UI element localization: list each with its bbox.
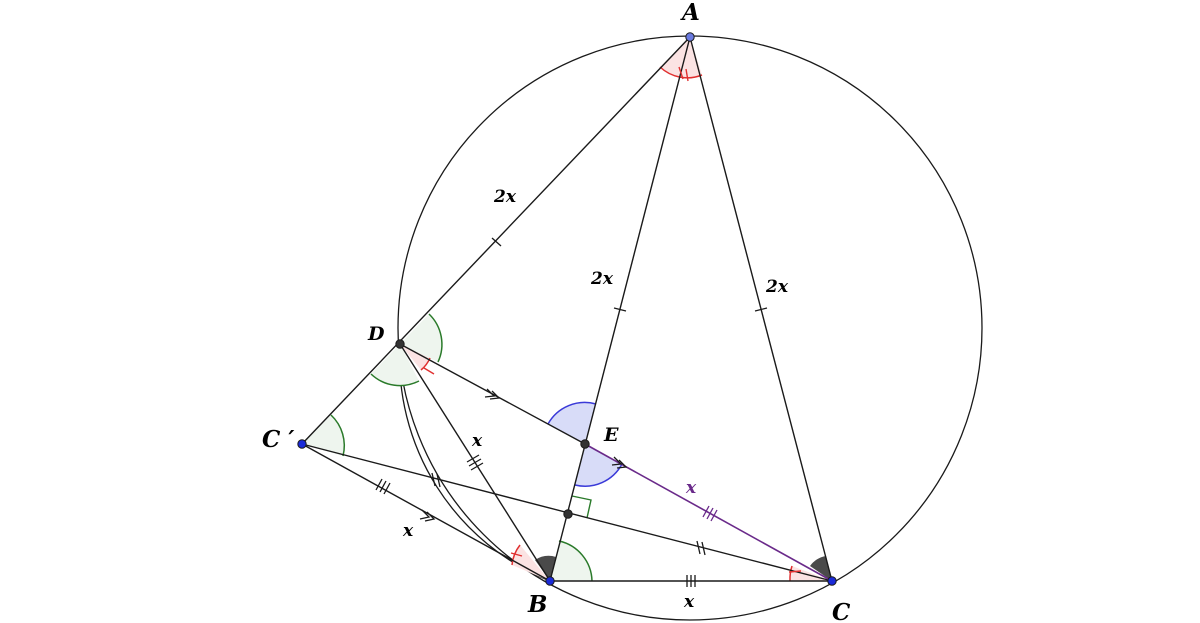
arc-angle-c-prime xyxy=(330,414,346,457)
arrow-cb-2 xyxy=(424,511,436,522)
label-b: B xyxy=(527,591,547,618)
right-angle-marker xyxy=(571,495,592,519)
length-label-db: x xyxy=(471,431,483,451)
tick-triple-cb-2 xyxy=(379,480,387,493)
angle-a xyxy=(660,37,702,78)
tick-triple-cb-3 xyxy=(383,482,391,495)
arc-angle-b-green xyxy=(558,540,593,582)
length-label-ad: 2x xyxy=(493,187,517,207)
length-label-ac: 2x xyxy=(765,277,789,297)
angle-d-green-small xyxy=(371,344,419,386)
tick-triple-ec-2 xyxy=(706,507,714,520)
point-foot xyxy=(563,509,573,519)
point-d xyxy=(395,339,405,349)
length-label-bc: x xyxy=(683,592,695,612)
tick-double-1a xyxy=(431,472,436,487)
label-e: E xyxy=(603,424,619,446)
length-label-c-prime-b: x xyxy=(402,521,414,541)
tick-angle-a-2 xyxy=(685,68,689,82)
angle-e-blue-bottom xyxy=(575,444,622,487)
segment-a-c-prime xyxy=(301,36,691,445)
segment-c-prime-b xyxy=(301,443,551,582)
tick-double-2a xyxy=(696,540,701,555)
tick-angle-b xyxy=(510,552,523,557)
arc-angle-e-blue-top xyxy=(547,401,597,425)
arc-angle-d-green-small xyxy=(370,373,420,387)
point-b xyxy=(545,576,555,586)
point-c-prime xyxy=(297,439,307,449)
tick-triple-ec-1 xyxy=(702,505,710,518)
angle-b-dark xyxy=(535,555,556,581)
label-c-prime: C ′ xyxy=(262,426,294,453)
tick-triple-ec-3 xyxy=(710,509,718,522)
segment-e-c xyxy=(584,443,833,582)
arrow-ec-2 xyxy=(616,459,628,469)
circumcircle xyxy=(397,35,983,621)
tick-double-2b xyxy=(701,541,706,556)
tick-triple-db-1 xyxy=(466,454,480,463)
label-c: C xyxy=(832,599,851,623)
tick-angle-d xyxy=(423,367,435,375)
arc-angle-d-green-big xyxy=(428,313,443,363)
angle-c-red xyxy=(789,566,832,581)
tick-ae xyxy=(613,307,627,312)
arrow-cb-1 xyxy=(419,509,431,520)
arrow-ec-1 xyxy=(611,456,623,466)
point-e xyxy=(580,439,590,449)
tick-ac xyxy=(754,307,768,312)
angle-e-blue-top xyxy=(548,402,596,444)
arc-angle-d-red xyxy=(420,357,431,371)
length-label-ae: 2x xyxy=(590,269,614,289)
angle-b-red xyxy=(512,545,550,581)
angle-d-green-big xyxy=(400,314,442,362)
arrow-de-2 xyxy=(489,390,501,400)
label-a: A xyxy=(680,0,700,26)
tick-angle-a-1 xyxy=(678,66,684,80)
tick-angle-c xyxy=(788,570,802,573)
angle-c-prime xyxy=(302,415,345,456)
angle-b-green xyxy=(550,541,592,581)
tick-triple-db-2 xyxy=(468,458,482,467)
point-c xyxy=(827,576,837,586)
label-d: D xyxy=(367,323,385,345)
point-a xyxy=(685,32,695,42)
arrow-de-1 xyxy=(484,388,496,398)
arc-angle-e-blue-bottom xyxy=(574,463,623,487)
tick-triple-db-3 xyxy=(470,462,484,471)
length-label-ec: x xyxy=(685,478,697,498)
tick-ad xyxy=(491,237,502,247)
tick-triple-cb-1 xyxy=(375,478,383,491)
angle-d-red xyxy=(400,344,430,370)
tick-double-1b xyxy=(436,473,441,488)
